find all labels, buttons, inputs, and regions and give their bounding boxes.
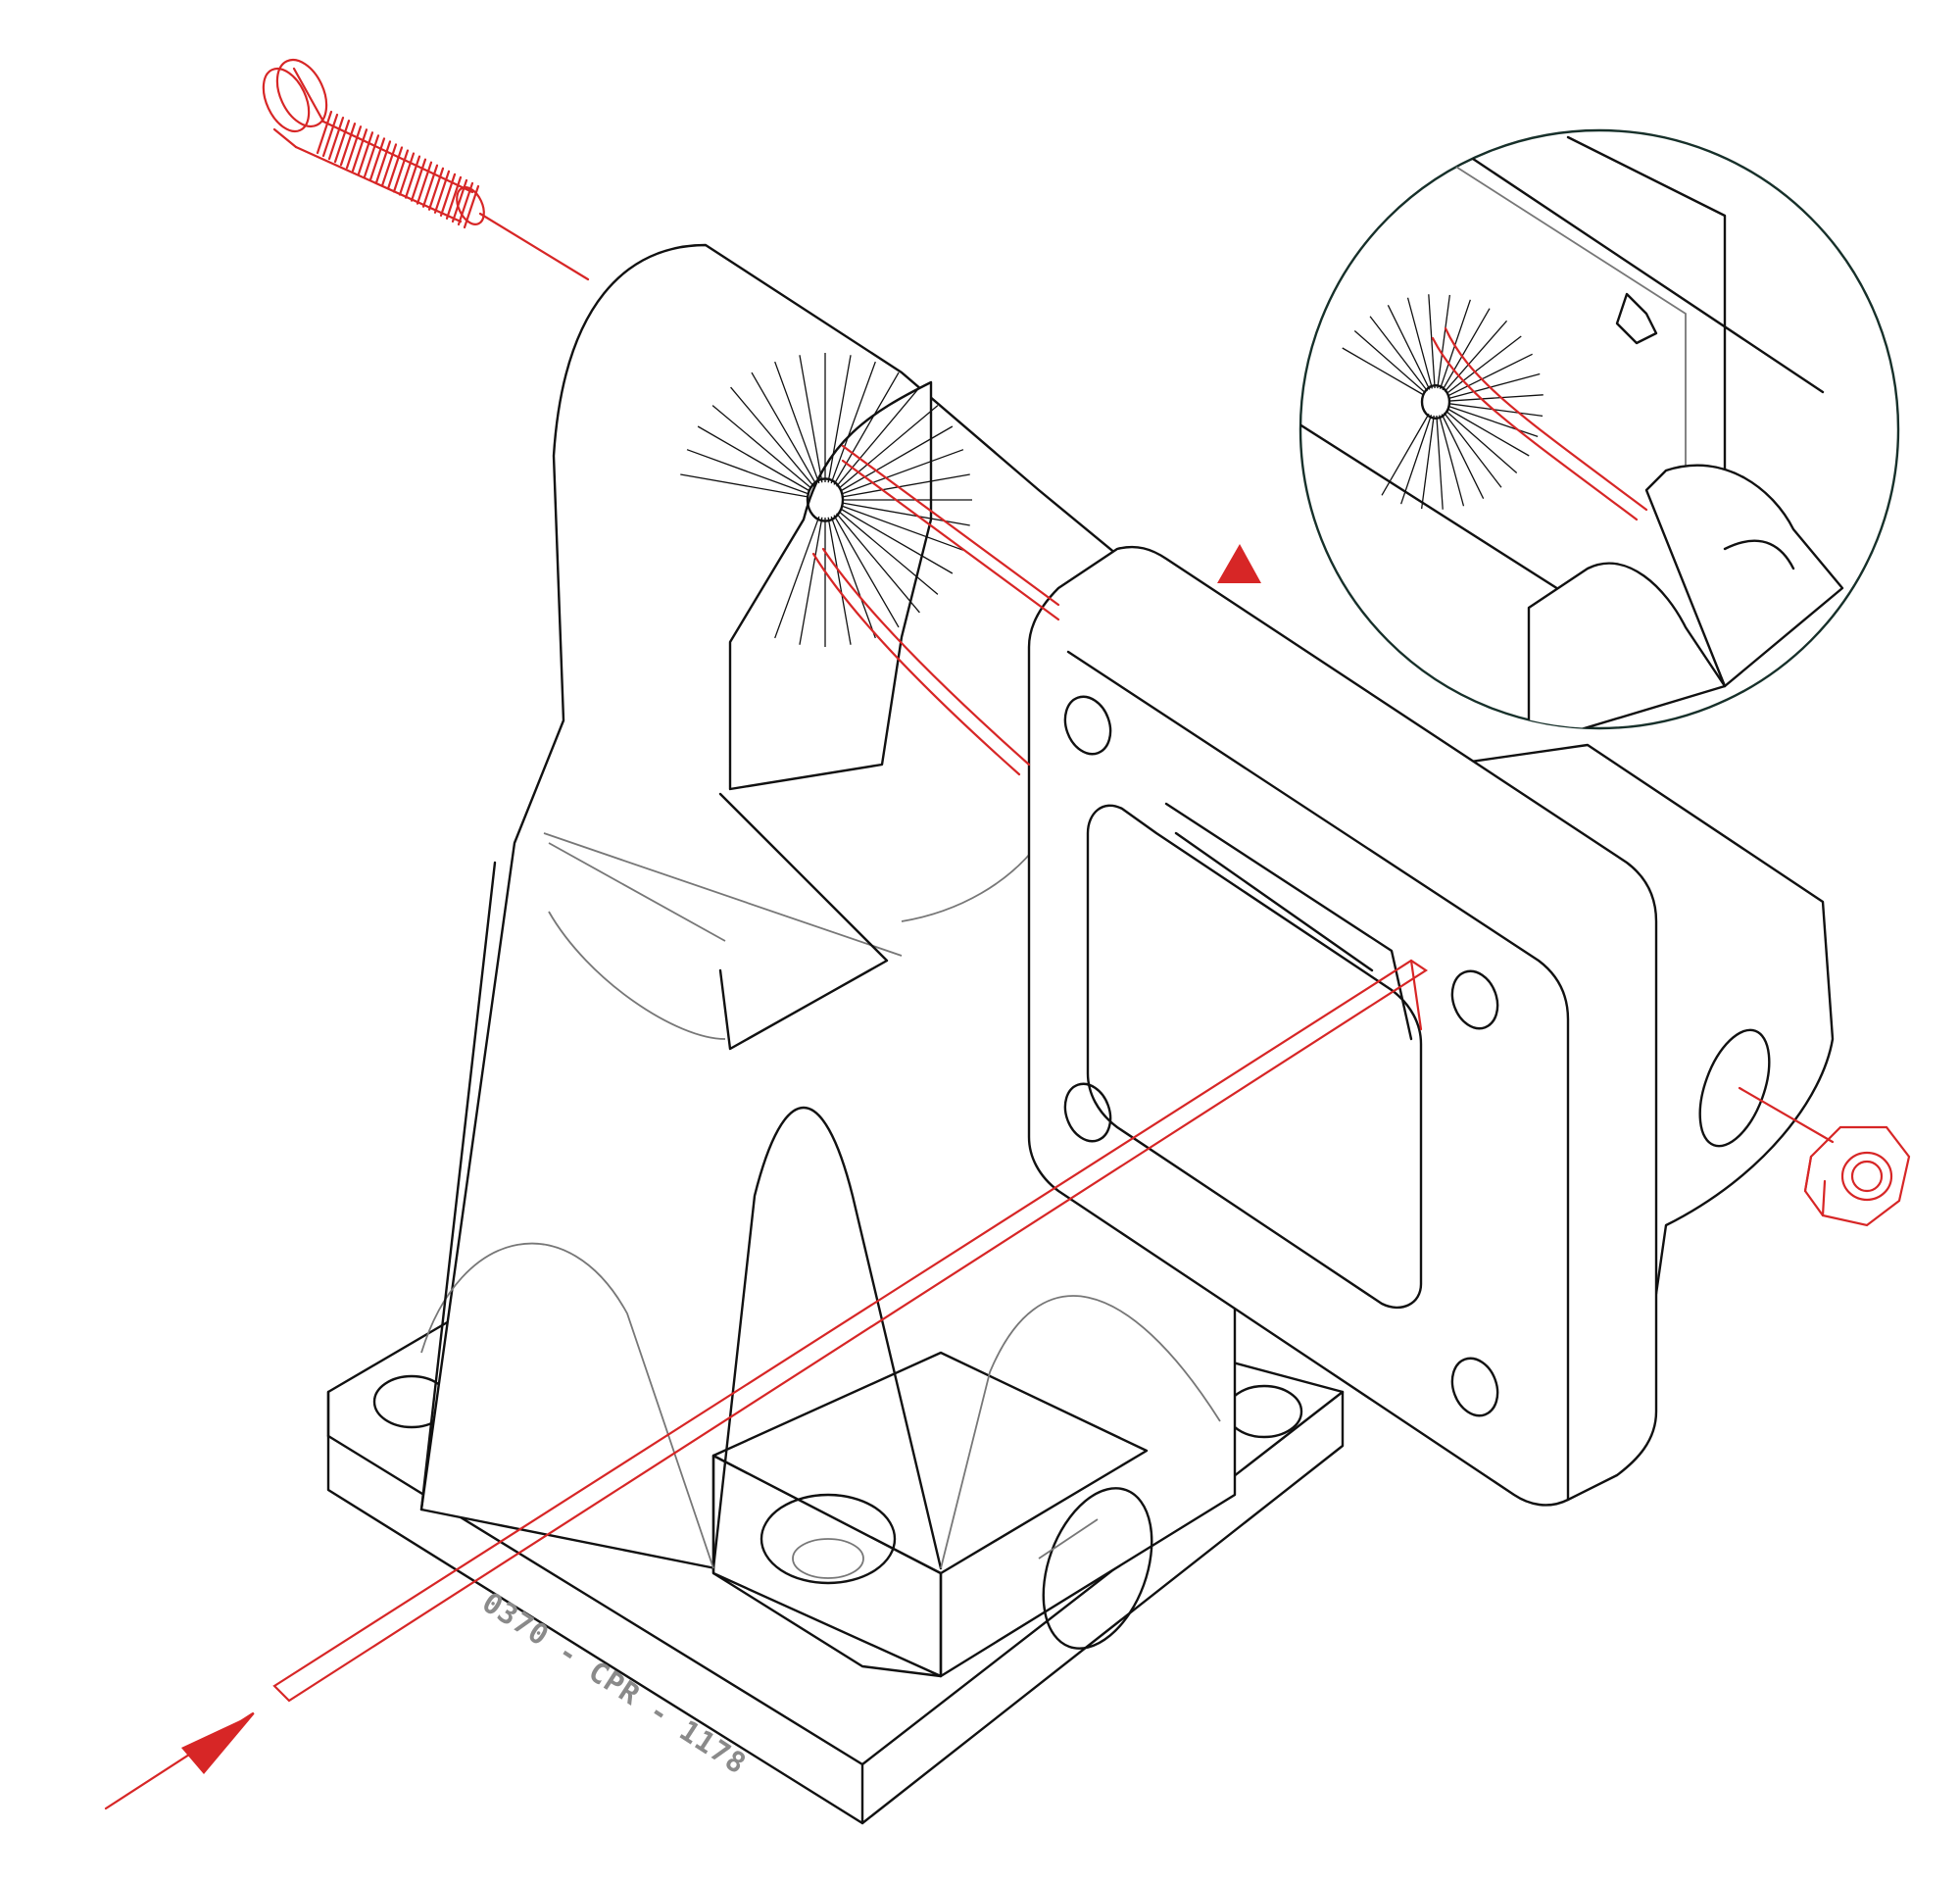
hex-nut-icon [1738,1086,1911,1227]
bracket-housing: 0370 - CPR - 1178 [326,243,1345,1825]
cable [272,444,1429,1703]
detail-magnifier [1298,128,1900,730]
detail-pointer-icon [1217,544,1261,583]
bolt-icon [262,58,590,281]
flange-plate [1027,545,1835,1507]
assembly-arrow-icon [104,1711,255,1810]
